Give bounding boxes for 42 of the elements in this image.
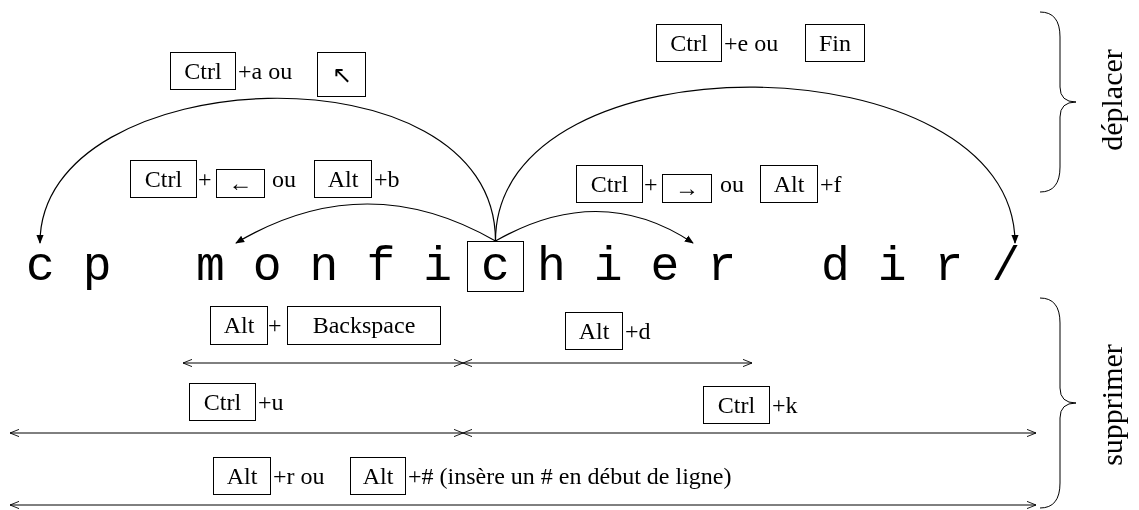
keyboard-key: Alt [350,457,406,495]
command-text: dir/ [821,243,1020,291]
shortcut-text: ou [272,165,296,194]
keyboard-key: → [662,174,712,203]
keyboard-key: Alt [210,306,268,345]
shortcut-text: + [198,165,212,194]
brace-label: supprimer [1094,344,1129,466]
keyboard-key: Alt [565,312,623,350]
shortcut-text: +f [820,170,842,199]
keyboard-key: Ctrl [576,165,643,203]
shortcut-text: + [644,170,658,199]
arrow [38,97,497,244]
keyboard-key: Fin [805,24,865,62]
keyboard-key: Ctrl [170,52,236,90]
keyboard-key: ← [216,169,265,198]
keyboard-key: Alt [760,165,818,203]
shortcut-text: +b [374,165,400,194]
arrow [494,86,1017,244]
arrow [494,210,694,244]
cursor-box: c [467,241,524,292]
keyboard-key: Alt [314,160,372,198]
command-text: hier [537,243,736,291]
shortcut-text: +a ou [238,57,293,86]
shortcut-text: + [268,311,282,340]
keyboard-key: Backspace [287,306,441,345]
keyboard-key: Ctrl [189,383,256,421]
keyboard-key: ↖ [317,52,366,97]
keyboard-key: Alt [213,457,271,495]
command-text: cp [26,243,112,291]
shortcut-text: +# (insère un # en début de ligne) [408,462,732,491]
shortcut-text: +k [772,391,798,420]
brace-label: déplacer [1094,49,1129,151]
shortcut-text: +e ou [724,29,779,58]
command-text: monfi [196,243,452,291]
arrow [235,203,497,244]
keyboard-key: Ctrl [656,24,722,62]
shortcut-text: +u [258,388,284,417]
keyboard-key: Ctrl [130,160,197,198]
shortcut-text: +d [625,317,651,346]
shortcut-text: ou [720,170,744,199]
keyboard-key: Ctrl [703,386,770,424]
shortcut-text: +r ou [273,462,325,491]
